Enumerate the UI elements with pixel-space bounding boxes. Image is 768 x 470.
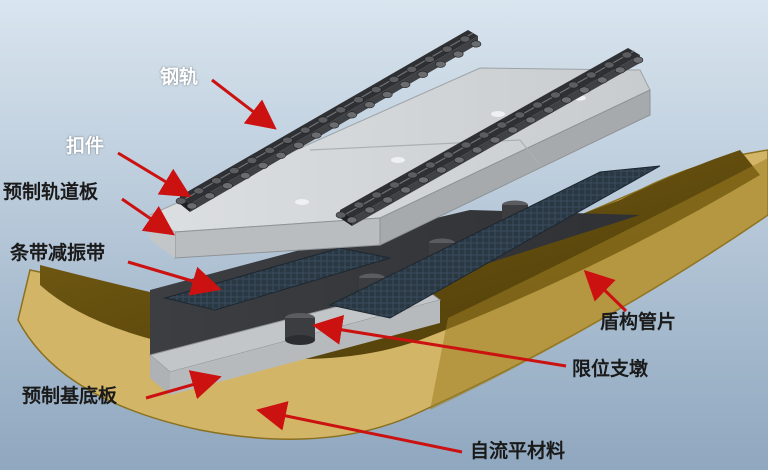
slab-hole [491,111,505,117]
fastener [568,81,590,94]
fastener [335,106,358,119]
arrow-fastener [117,151,192,198]
arrow-base-slab [145,370,222,400]
fastener [299,126,322,139]
arrow-shield-segment [583,269,628,313]
fastener [496,121,519,134]
arrow-self-leveling [256,401,463,454]
track-slab-side [379,89,651,246]
fastener [603,61,626,74]
fastener [441,45,464,58]
fastener [424,55,446,68]
fastener [317,116,340,129]
label-self-leveling-material: 自流平材料 [470,440,566,462]
fastener [335,211,358,224]
fastener [407,171,429,184]
fastener [371,191,394,204]
fastener [514,111,537,124]
label-rail: 钢轨 [160,66,199,88]
track-slab-joint-2 [519,139,541,166]
fastener [585,71,608,84]
label-prefab-base-slab: 预制基底板 [22,385,118,407]
fastener [264,146,287,159]
label-shield-segment: 盾构管片 [600,311,677,333]
arrow-track-slab [121,197,175,236]
fastener [406,65,429,78]
fastener [388,76,411,89]
fastener [550,91,572,104]
label-fastener: 扣件 [66,135,105,157]
base-slab-side [150,355,170,395]
arrow-damping-strip [127,260,222,296]
fastener [478,131,501,144]
damping-strip-right [328,165,661,319]
fastener [532,101,554,114]
fastener [282,136,304,149]
arrow-limit-stopper [312,315,567,368]
fastener [193,187,216,200]
label-damping-strip: 条带减振带 [10,242,106,264]
fastener [175,197,198,210]
fastener [460,141,483,154]
slab-hole [295,199,309,205]
base-slab-lower-face [170,300,440,395]
fastener [442,151,465,164]
fasteners-left [175,35,482,210]
fastener [353,201,376,214]
callout-arrows [117,78,628,454]
fastener [211,177,233,190]
fasteners-right [335,51,644,224]
fastener [246,157,269,170]
fastener [353,96,375,109]
fastener [389,181,411,194]
arrow-rail [211,78,277,130]
fastener [425,161,447,174]
fastener [621,51,644,64]
fastener [228,167,251,180]
slab-hole [391,157,405,163]
fastener [370,86,393,99]
fastener [459,35,482,48]
label-prefab-track-slab: 预制轨道板 [3,181,99,203]
label-limit-stopper: 限位支墩 [572,358,649,380]
